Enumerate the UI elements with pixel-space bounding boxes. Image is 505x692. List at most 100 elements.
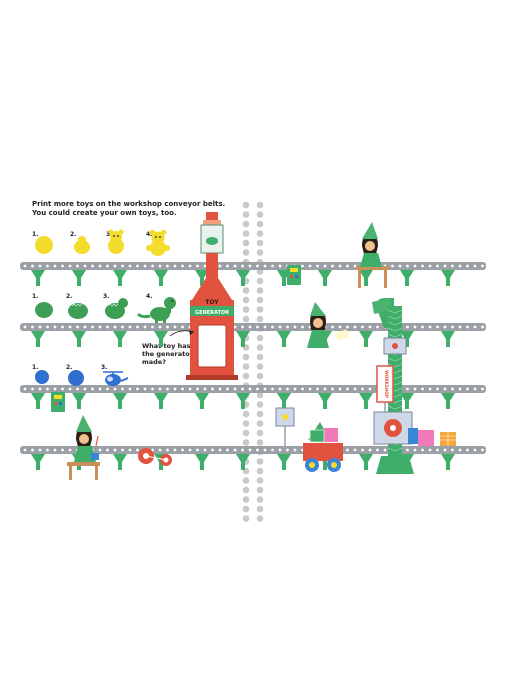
- belt-support-leg: [159, 462, 163, 470]
- workshop-sign: WORKSHOP: [376, 365, 394, 412]
- belt-support: [195, 393, 209, 401]
- fold-dot: [256, 353, 264, 361]
- belt-dot: [383, 448, 387, 452]
- belt-dot: [203, 448, 207, 452]
- belt-dot: [143, 264, 147, 268]
- belt-dot: [76, 264, 79, 268]
- belt-dot: [353, 448, 357, 452]
- step-label: 1.: [32, 293, 39, 300]
- belt-dot: [83, 264, 87, 268]
- belt-dot: [188, 264, 192, 268]
- belt-dot: [293, 325, 297, 329]
- belt-dot: [308, 387, 312, 391]
- belt-dot: [106, 448, 109, 452]
- belt-dot: [428, 325, 432, 329]
- belt-dot: [158, 387, 162, 391]
- belt-dot: [151, 325, 154, 329]
- belt-support: [31, 331, 45, 339]
- belt-dot: [38, 387, 42, 391]
- belt-dot: [443, 387, 447, 391]
- belt-dot: [331, 387, 334, 391]
- generator-question: What toy has the generator made?: [142, 342, 193, 366]
- belt-support-leg: [405, 278, 409, 286]
- belt-dot: [91, 325, 94, 329]
- belt-dot: [466, 387, 469, 391]
- belt-support: [113, 331, 127, 339]
- belt-dot: [196, 387, 199, 391]
- belt-dot: [61, 448, 64, 452]
- belt-support-leg: [282, 339, 286, 347]
- belt-support: [359, 331, 373, 339]
- belt-dot: [121, 325, 124, 329]
- belt-support: [318, 393, 332, 401]
- belt-dot: [301, 264, 304, 268]
- belt-dot: [368, 325, 372, 329]
- belt-dot: [263, 387, 267, 391]
- belt-dot: [218, 264, 222, 268]
- step-label: 4.: [146, 293, 153, 300]
- belt-support: [359, 393, 373, 401]
- belt-support-leg: [241, 462, 245, 470]
- belt-support: [277, 393, 291, 401]
- belt-support: [113, 393, 127, 401]
- belt-support-leg: [77, 401, 81, 409]
- generator-title-2: GENERATOR: [195, 310, 229, 316]
- green-dino-toy: [136, 297, 176, 323]
- belt-dot: [128, 264, 132, 268]
- belt-dot: [338, 387, 342, 391]
- belt-support-leg: [200, 278, 204, 286]
- fold-dot: [256, 372, 264, 380]
- belt-dot: [361, 448, 364, 452]
- control-box: [51, 392, 65, 412]
- belt-dot: [278, 264, 282, 268]
- belt-dot: [466, 264, 469, 268]
- pipe-stripe: [387, 333, 403, 338]
- belt-dot: [113, 264, 117, 268]
- belt-dot: [46, 448, 49, 452]
- belt-dot: [166, 387, 169, 391]
- fold-dot: [242, 230, 250, 237]
- fold-dot: [242, 496, 250, 503]
- belt-support-leg: [323, 278, 327, 286]
- generator-title-1: TOY: [205, 299, 219, 306]
- belt-dot: [413, 387, 417, 391]
- belt-strip: [20, 385, 486, 393]
- belt-dot: [316, 264, 319, 268]
- belt-support-leg: [36, 278, 40, 286]
- belt-dot: [38, 325, 42, 329]
- belt-dot: [203, 387, 207, 391]
- belt-dot: [353, 264, 357, 268]
- belt-dot: [413, 325, 417, 329]
- belt-dot: [31, 264, 34, 268]
- belt-dot: [473, 325, 477, 329]
- pipe-stripe: [387, 357, 403, 362]
- fold-dot: [256, 429, 264, 437]
- belt-dot: [106, 387, 109, 391]
- fold-dot: [242, 211, 250, 218]
- belt-dot: [443, 264, 447, 268]
- pipe-stripe: [387, 321, 403, 326]
- belt-dot: [451, 448, 454, 452]
- step-label: 3.: [106, 231, 113, 238]
- belt-support-leg: [36, 339, 40, 347]
- belt-dot: [158, 448, 162, 452]
- belt-dot: [151, 387, 154, 391]
- belt-dot: [136, 387, 139, 391]
- control-box: [287, 265, 301, 285]
- belt-dot: [443, 325, 447, 329]
- belt-dot: [398, 264, 402, 268]
- belt-dot: [451, 325, 454, 329]
- belt-dot: [188, 448, 192, 452]
- fold-dot: [256, 220, 264, 228]
- belt-support: [72, 331, 86, 339]
- belt-dot: [23, 448, 27, 452]
- pipe-stripe: [387, 309, 403, 314]
- belt-dot: [23, 325, 27, 329]
- belt-dot: [143, 387, 147, 391]
- fold-dot: [256, 230, 264, 237]
- blue-blob-toy: [68, 370, 84, 386]
- step-label: 2.: [66, 364, 73, 371]
- fold-dot: [256, 467, 264, 475]
- belt-dot: [293, 448, 297, 452]
